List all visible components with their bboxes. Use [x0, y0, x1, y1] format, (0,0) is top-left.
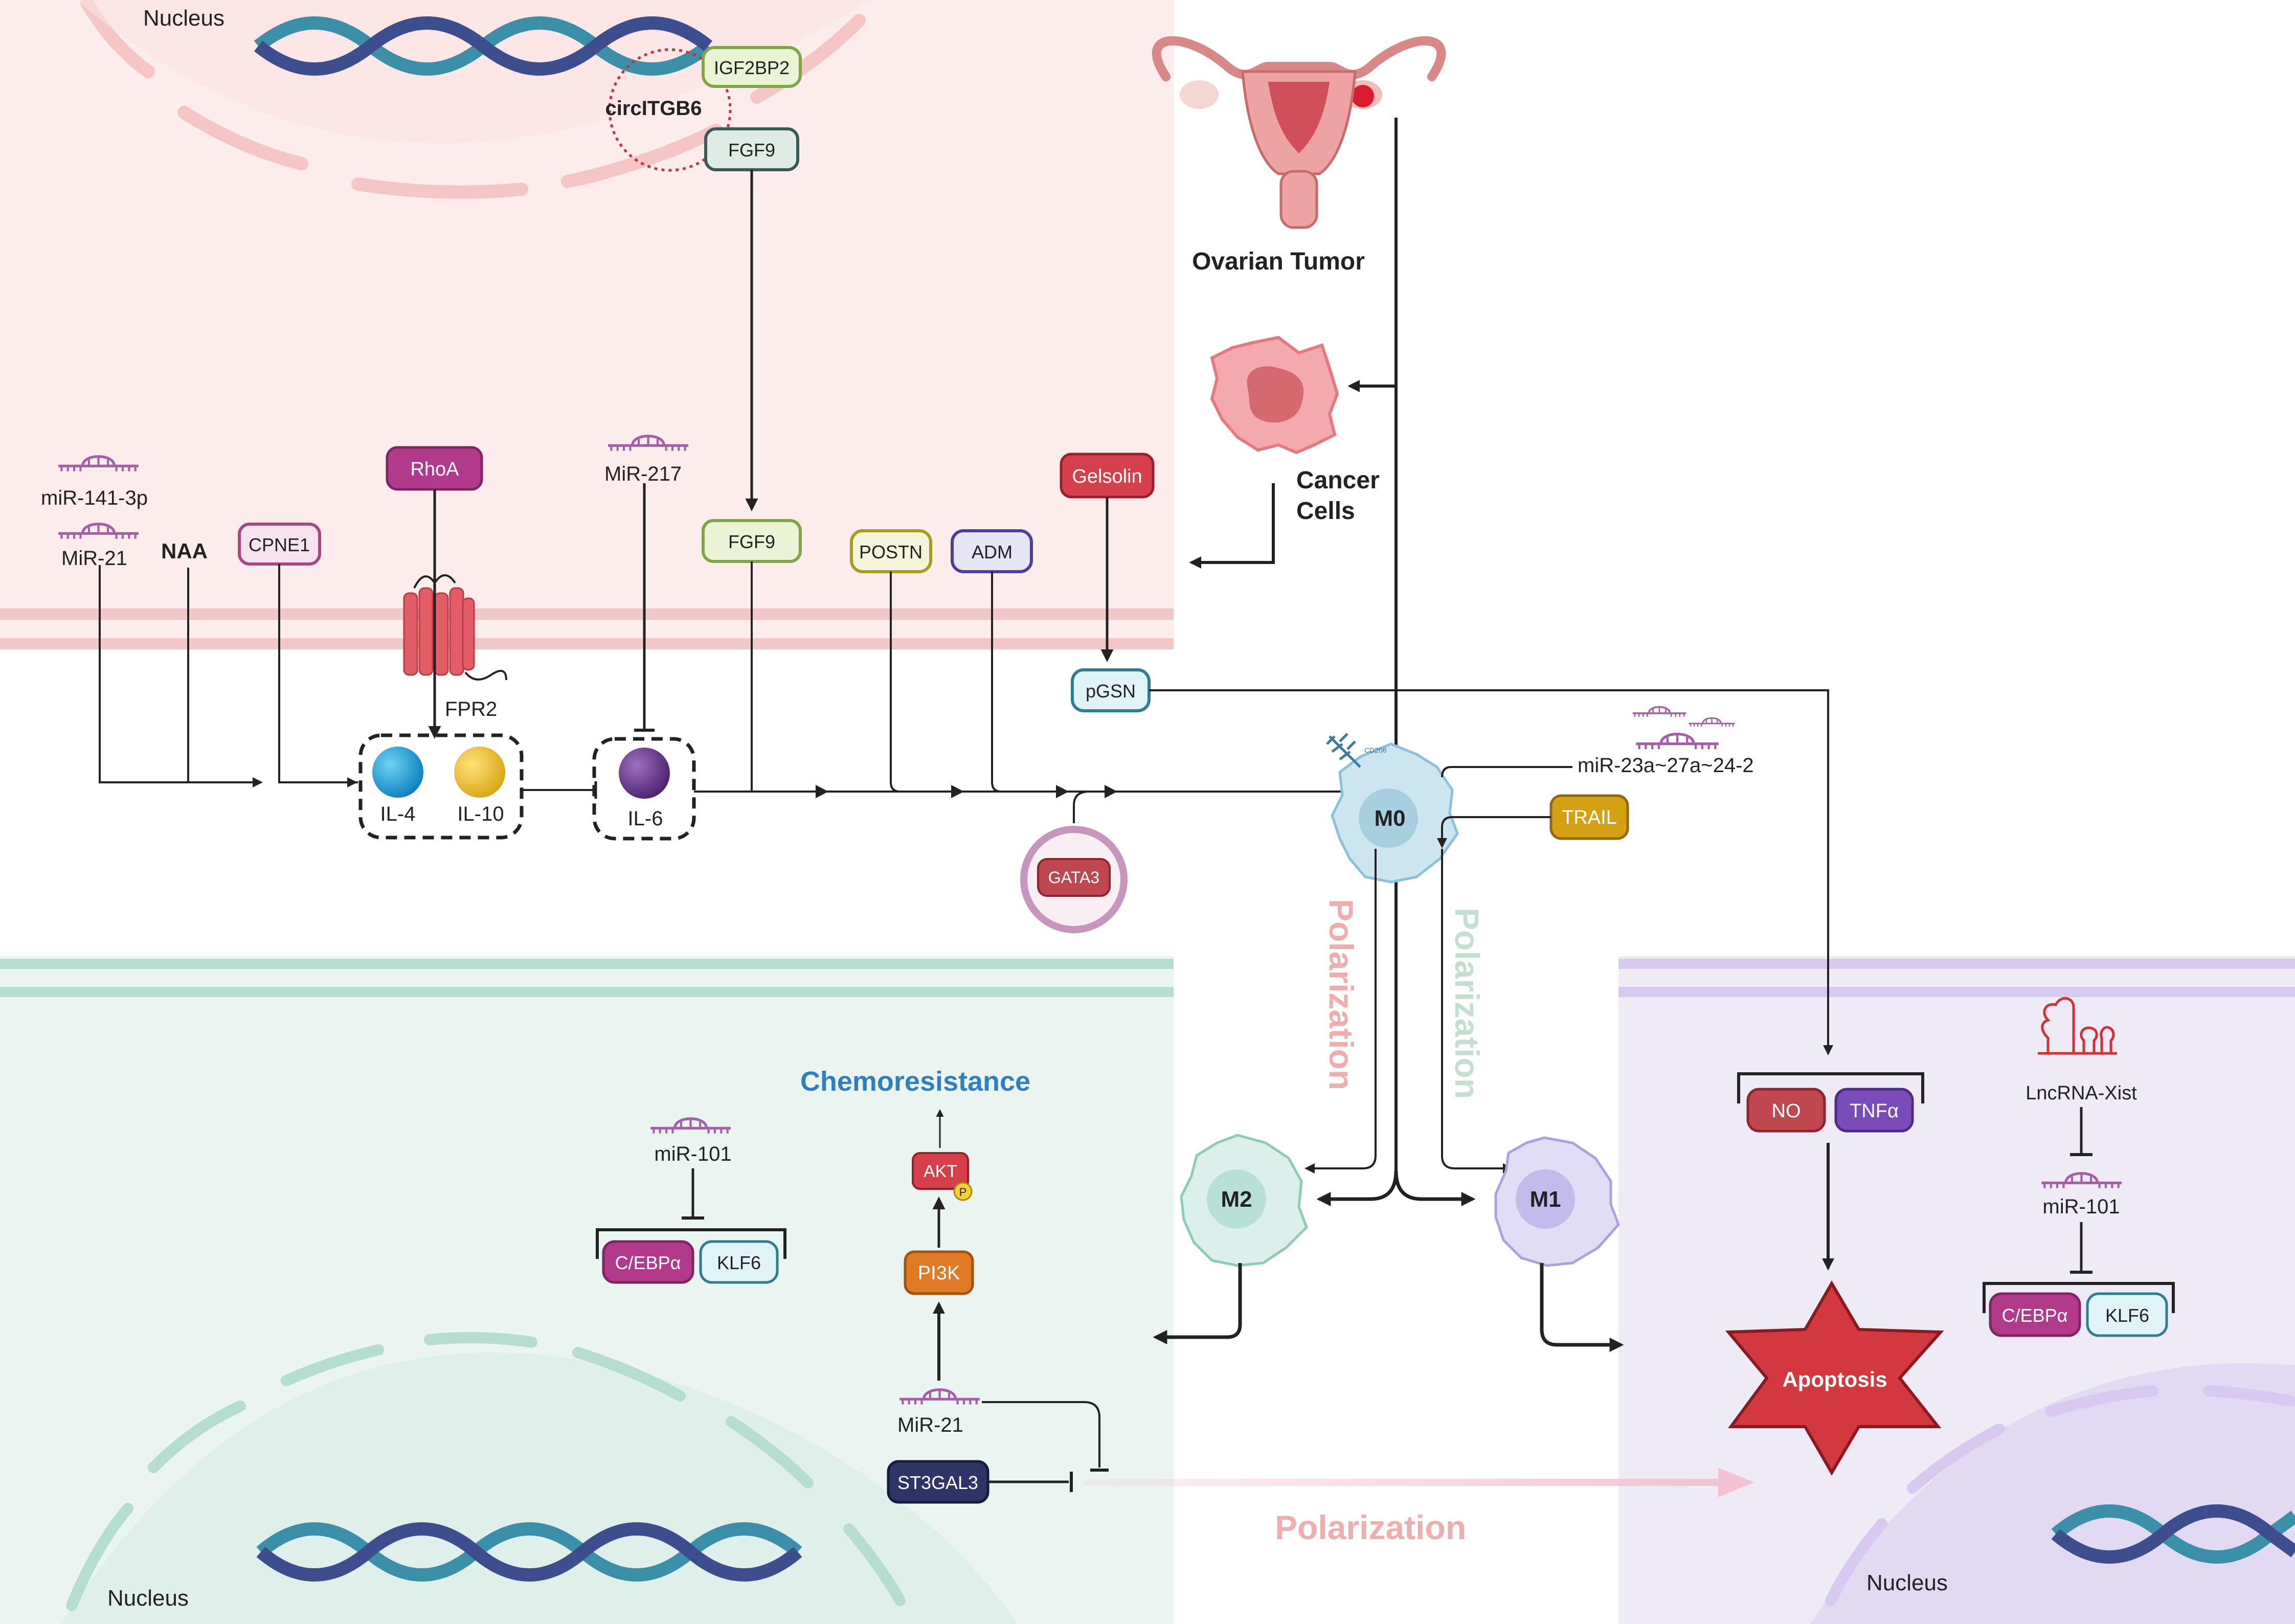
cd206-label: CD206: [1364, 746, 1387, 754]
dna-bottom-left: [256, 1522, 802, 1582]
polarization-m1-label: Polarization: [1448, 908, 1486, 1099]
igf2bp2-label: IGF2BP2: [714, 57, 790, 78]
adm-label: ADM: [972, 542, 1012, 562]
mir101-right-label: miR-101: [2042, 1196, 2120, 1218]
postn-label: POSTN: [859, 542, 922, 562]
m0-to-m1-arrow: [1441, 849, 1513, 1174]
naa-label: NAA: [161, 539, 208, 563]
nucleus-envelope-bottom-left: [66, 1332, 906, 1611]
igf2bp2-box: [702, 46, 802, 88]
green-membrane: [0, 959, 1174, 997]
il10-ball: [454, 747, 505, 798]
chemoresistance-label: Chemoresistance: [800, 1066, 1030, 1097]
apoptosis-label: Apoptosis: [1782, 1367, 1887, 1391]
pi3k-label: PI3K: [918, 1262, 960, 1284]
tnfa-label: TNFα: [1850, 1100, 1899, 1122]
circitgb6-label: circITGB6: [605, 97, 702, 120]
tnfa-box: [1834, 1088, 1914, 1133]
klf6-left-label: KLF6: [717, 1252, 761, 1273]
mir101-left-label: miR-101: [654, 1143, 731, 1165]
cpne1-label: CPNE1: [249, 534, 310, 555]
polarization-bottom-label: Polarization: [1275, 1508, 1466, 1546]
phospho-icon: [953, 1182, 973, 1201]
ovarian-tumor-label: Ovarian Tumor: [1192, 248, 1365, 275]
mir23-icon-3: [1636, 734, 1719, 750]
m0-label: M0: [1374, 806, 1405, 831]
cancer-cells-label-2: Cells: [1296, 498, 1355, 525]
polarization-m2-label: Polarization: [1322, 899, 1360, 1090]
fgf9-nuclear-label: FGF9: [728, 140, 775, 161]
lncrna-xist-label: LncRNA-Xist: [2026, 1082, 2137, 1104]
il6-group: [592, 737, 696, 841]
cebpa-left-label: C/EBPα: [615, 1252, 681, 1273]
st3gal3-label: ST3GAL3: [897, 1472, 978, 1493]
m2-cell: [1180, 1134, 1308, 1267]
pi3k-box: [904, 1250, 974, 1295]
gata3-box: [1037, 858, 1111, 897]
mir23-icon-1: [1631, 706, 1688, 718]
circitgb6-circle: [608, 48, 732, 172]
akt-box: [912, 1152, 969, 1190]
fpr2-receptor-icon: [403, 587, 475, 676]
m1-label: M1: [1529, 1187, 1561, 1212]
fpr2-label: FPR2: [445, 698, 497, 720]
trail-label: TRAIL: [1562, 807, 1617, 828]
nucleus-bottom-left-label: Nucleus: [107, 1586, 189, 1611]
phospho-label: P: [959, 1186, 967, 1199]
cebpa-right-label: C/EBPα: [2002, 1305, 2068, 1326]
no-label: NO: [1772, 1100, 1801, 1122]
cebpa-right-box: [1989, 1292, 2081, 1337]
cancer-cells-label-1: Cancer: [1296, 467, 1380, 494]
klf6-right-label: KLF6: [2105, 1305, 2149, 1326]
cd206-icon: [1326, 733, 1361, 768]
pgsn-label: pGSN: [1086, 681, 1136, 702]
klf6-left-box: [699, 1240, 779, 1284]
akt-label: AKT: [924, 1162, 957, 1181]
pgsn-arrow: [1149, 689, 1833, 1055]
mir141-label: miR-141-3p: [41, 487, 148, 509]
dna-bottom-right: [2051, 1504, 2295, 1564]
mir21-bottom-label: MiR-21: [897, 1414, 963, 1436]
m0-to-m2-arrow: [1304, 849, 1377, 1174]
purple-membrane: [1618, 959, 2295, 997]
lncrna-xist-icon: [2038, 997, 2117, 1055]
m2-label: M2: [1221, 1187, 1252, 1212]
il6-label: IL-6: [628, 807, 663, 830]
klf6-right-box: [2086, 1292, 2168, 1337]
nucleus-envelope-bottom-right: [1825, 1385, 2295, 1606]
apoptosis-star: [1725, 1280, 1944, 1476]
mir217-label: MiR-217: [604, 463, 682, 485]
mir21-top-label: MiR-21: [61, 547, 127, 570]
polarization-bottom-arrow: [1084, 1479, 1723, 1486]
il4-ball: [372, 747, 423, 798]
gata3-label: GATA3: [1048, 868, 1099, 887]
rhoa-label: RhoA: [410, 459, 459, 480]
nucleus-bottom-right-label: Nucleus: [1866, 1570, 1948, 1595]
gelsolin-label: Gelsolin: [1072, 466, 1142, 487]
mir23-icon-2: [1688, 717, 1736, 728]
cebpa-left-box: [602, 1240, 694, 1284]
fgf9-membrane-label: FGF9: [728, 531, 775, 552]
nucleus-envelope-top: [80, 0, 866, 199]
m0-cell: [1331, 742, 1459, 884]
il10-label: IL-10: [457, 803, 504, 825]
mir23-label: miR-23a~27a~24-2: [1578, 754, 1754, 777]
nucleus-top-label: Nucleus: [143, 6, 224, 31]
no-box: [1746, 1088, 1826, 1133]
il6-ball: [619, 748, 670, 799]
il4-il10-group: [358, 733, 524, 840]
il4-label: IL-4: [380, 803, 416, 825]
uterus-icon: [1152, 36, 1446, 229]
cancer-cells-arrow: [1189, 483, 1275, 569]
cancer-cell-icon: [1210, 335, 1339, 455]
top-membrane: [0, 608, 1174, 649]
m1-cell: [1494, 1136, 1620, 1267]
dna-top: [254, 16, 713, 76]
